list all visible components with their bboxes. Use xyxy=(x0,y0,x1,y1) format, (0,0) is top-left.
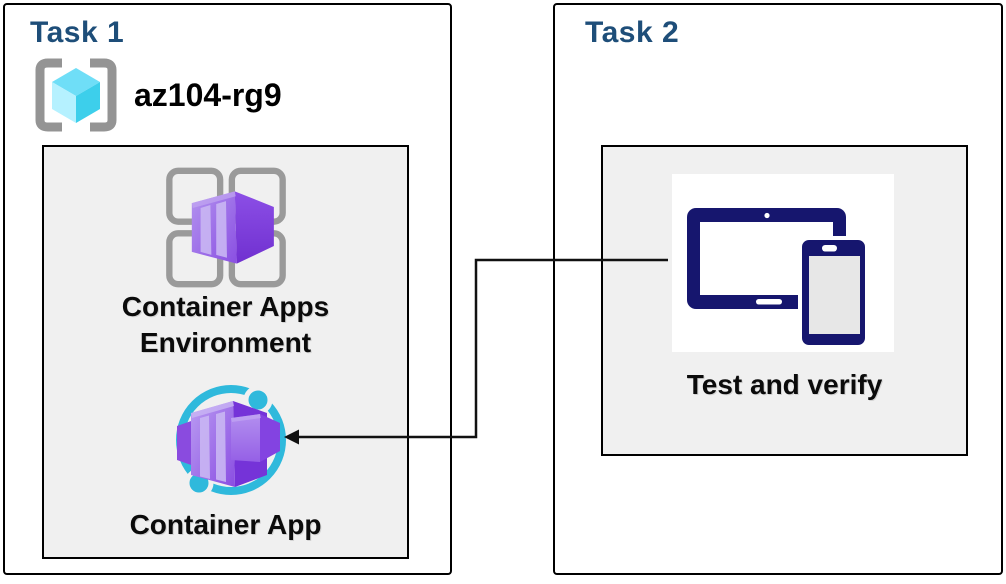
environment-label: Container Apps Environment xyxy=(121,291,330,358)
device-panel xyxy=(672,174,894,352)
container-app-icon xyxy=(175,385,286,498)
resource-group-icon xyxy=(35,58,117,132)
tablet-and-phone-icon xyxy=(687,208,869,349)
task1-inner-panel: Container Apps Environment xyxy=(42,145,409,559)
resource-group-name: az104-rg9 xyxy=(134,76,282,113)
task2-box: Task 2 Test and verify xyxy=(553,3,1003,575)
resource-group-row: az104-rg9 xyxy=(32,57,282,133)
task1-box: Task 1 az104-rg9 xyxy=(3,3,452,575)
container-app-label: Container App xyxy=(129,509,322,540)
task1-title: Task 1 xyxy=(30,16,125,49)
test-verify-label: Test and verify xyxy=(686,369,883,400)
task2-inner-panel: Test and verify xyxy=(601,145,968,456)
task2-title: Task 2 xyxy=(585,16,680,49)
container-apps-environment-icon xyxy=(165,167,286,288)
